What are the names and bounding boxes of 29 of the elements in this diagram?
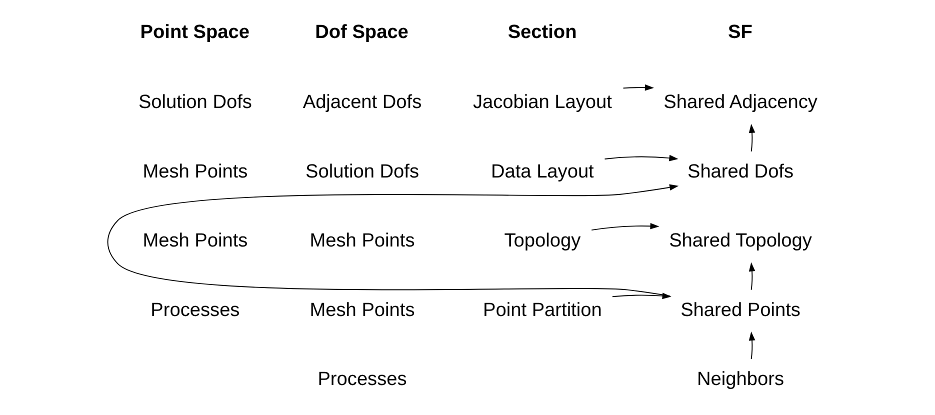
arrow <box>604 154 678 162</box>
node-text: Neighbors <box>696 369 784 390</box>
label: Dof Space <box>314 22 408 43</box>
label: SF <box>727 22 752 43</box>
label: Adjacent Dofs <box>302 92 422 114</box>
label: Solution Dofs <box>305 161 418 182</box>
arrow <box>622 84 654 91</box>
node-text: Point Partition <box>482 300 602 321</box>
label: Solution Dofs <box>138 92 252 114</box>
label: Mesh Points <box>309 230 414 252</box>
label: Mesh Points <box>142 230 248 252</box>
arrow <box>590 222 659 231</box>
arrow <box>748 331 755 360</box>
node-text: Data Layout <box>490 161 594 182</box>
arrow <box>748 124 755 152</box>
arrow <box>748 262 755 290</box>
label: Mesh Points <box>309 300 414 321</box>
label: Processes <box>150 300 240 321</box>
node-text: Shared Topology <box>668 230 812 252</box>
label: Point Space <box>140 22 250 43</box>
node-text: Shared Dofs <box>686 161 794 182</box>
node-text: Jacobian Layout <box>472 92 612 114</box>
label: Processes <box>317 369 406 390</box>
label: Mesh Points <box>142 161 248 182</box>
node-text: Shared Adjacency <box>663 92 817 114</box>
node-text: Shared Points <box>680 300 800 321</box>
arrow <box>106 184 678 297</box>
node-text: Topology <box>504 230 580 252</box>
label: Section <box>507 22 576 43</box>
